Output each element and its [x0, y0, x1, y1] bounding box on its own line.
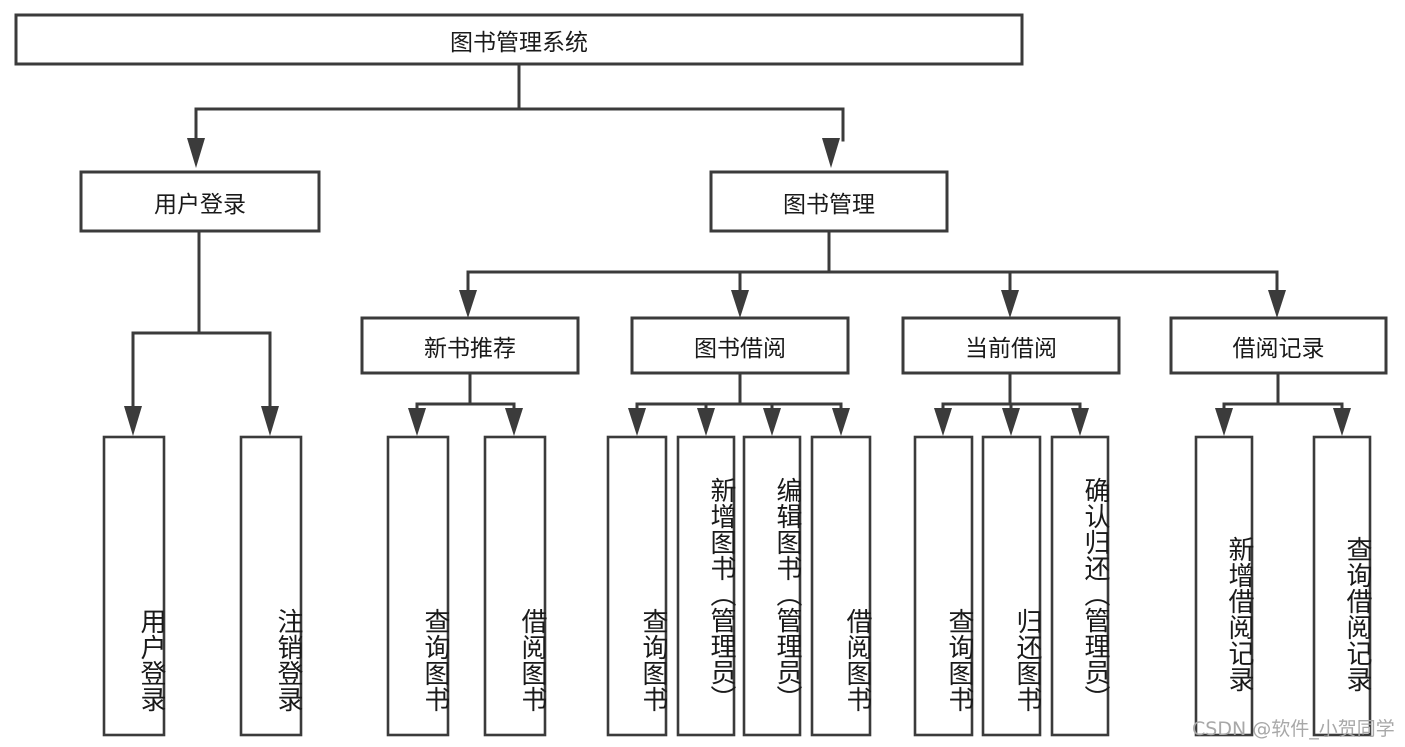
node-leaf-user-login[interactable] [102, 435, 166, 737]
connector-bookborrow-to-leaves [628, 371, 850, 436]
node-leaf-return-book[interactable] [981, 435, 1042, 737]
node-new-book-rec[interactable] [360, 316, 580, 375]
node-borrow-record[interactable] [1169, 316, 1388, 375]
node-leaf-edit-book[interactable] [742, 435, 802, 737]
node-leaf-query-book-3[interactable] [913, 435, 974, 737]
node-book-manage[interactable] [709, 170, 949, 233]
node-leaf-query-book-2[interactable] [606, 435, 668, 737]
node-leaf-query-book-1[interactable] [386, 435, 450, 737]
node-current-borrow[interactable] [901, 316, 1121, 375]
connector-currentborrow-to-leaves [934, 371, 1089, 436]
node-root[interactable] [14, 13, 1024, 66]
node-leaf-add-record[interactable] [1194, 435, 1254, 737]
node-leaf-borrow-book-1[interactable] [483, 435, 547, 737]
node-leaf-query-record[interactable] [1312, 435, 1372, 737]
node-book-borrow[interactable] [630, 316, 850, 375]
node-leaf-user-logout[interactable] [239, 435, 303, 737]
connector-bookmanage-to-level3 [459, 229, 1286, 318]
connector-root-to-level2 [187, 62, 845, 168]
connector-userlogin-to-leaves [124, 229, 279, 436]
connector-newbook-to-leaves [408, 371, 523, 436]
node-leaf-borrow-book-2[interactable] [810, 435, 872, 737]
node-leaf-add-book[interactable] [676, 435, 736, 737]
node-user-login[interactable] [79, 170, 321, 233]
connector-borrowrecord-to-leaves [1215, 371, 1351, 436]
node-leaf-confirm-return[interactable] [1050, 435, 1110, 737]
